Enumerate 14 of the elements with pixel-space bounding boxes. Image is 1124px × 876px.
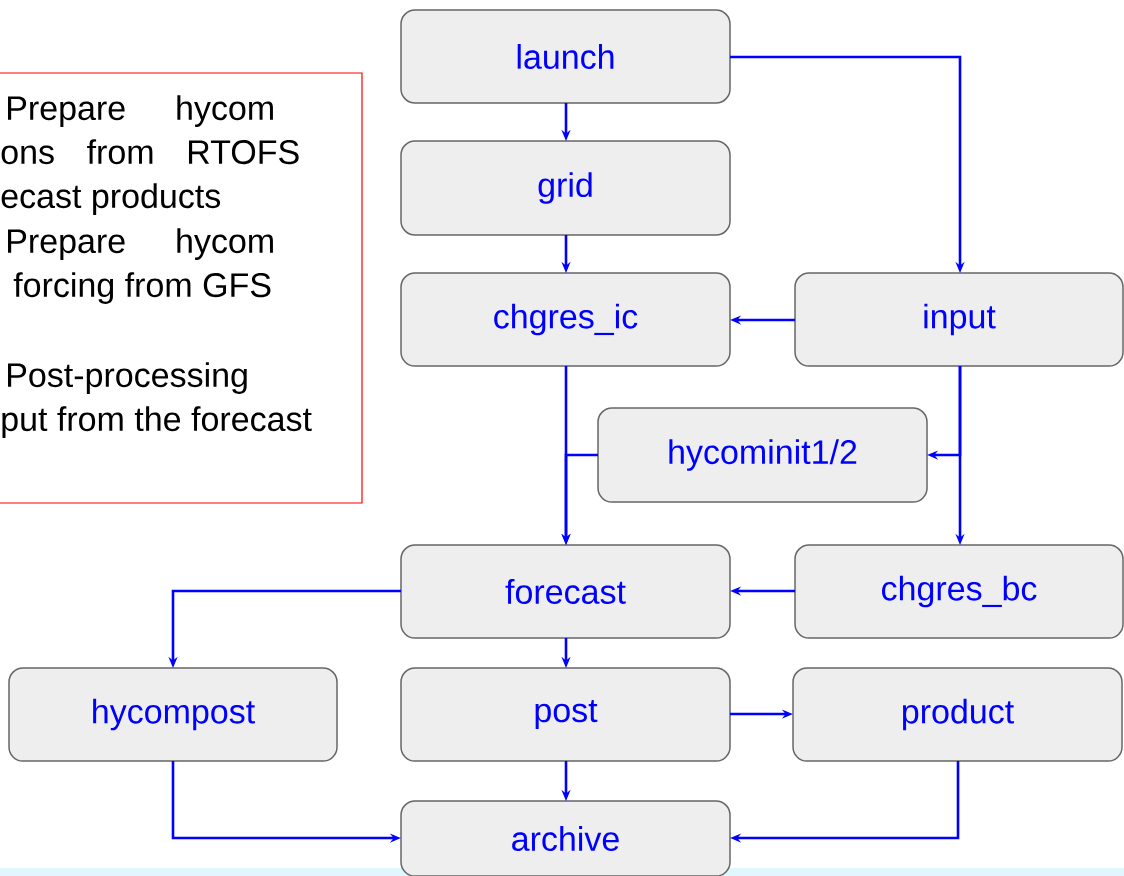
process-box: post <box>400 667 731 762</box>
process-box: input <box>794 272 1124 367</box>
process-box: hycominit1/2 <box>597 407 928 503</box>
process-box: forecast <box>400 544 731 639</box>
process-box: launch <box>400 9 731 104</box>
process-box: chgres_ic <box>400 272 731 367</box>
process-box: chgres_bc <box>794 544 1124 639</box>
process-box: hycompost <box>8 667 338 762</box>
process-box: archive <box>400 800 731 876</box>
note-text: Prepare hycom ons from RTOFS ecast products <box>1 95 299 215</box>
process-box: grid <box>400 140 731 236</box>
process-box: product <box>792 667 1123 762</box>
note-text: Post-processing put from the forecast <box>2 362 312 438</box>
note-text: Prepare hycom forcing from GFS <box>8 228 273 304</box>
